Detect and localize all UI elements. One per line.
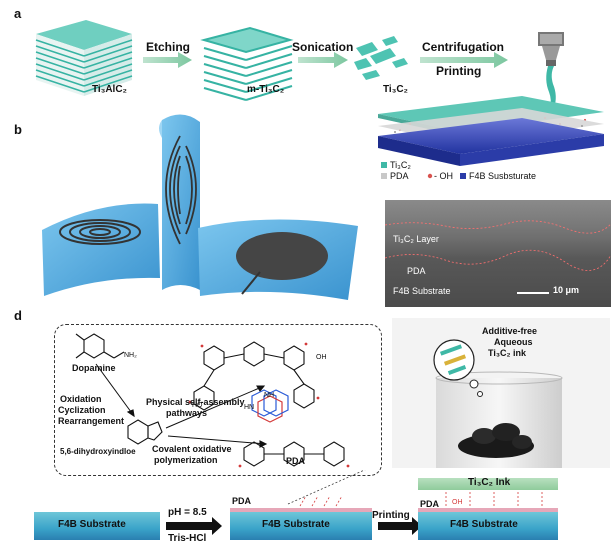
label-oh-bottom: OH bbox=[452, 499, 463, 506]
label-printing-bottom: Printing bbox=[372, 510, 410, 521]
panel-b-graphic bbox=[42, 114, 358, 300]
label-pda-product: PDA bbox=[286, 456, 306, 466]
label-rearrangement: Rearrangement bbox=[58, 416, 125, 426]
panel-label-d: d bbox=[14, 308, 22, 323]
pda-layer bbox=[230, 508, 372, 512]
sem-scale-bar-label: 10 μm bbox=[553, 285, 580, 295]
ti3c2-flakes bbox=[354, 36, 408, 80]
label-cyclization: Cyclization bbox=[58, 405, 106, 415]
label-ti3c2: Ti₃C₂ bbox=[383, 84, 408, 95]
legend-pda: PDA bbox=[390, 171, 409, 181]
label-m-ti3c2: m-Ti₃C₂ bbox=[247, 84, 285, 95]
panel-a-graphic bbox=[35, 20, 604, 179]
substrate-2 bbox=[230, 512, 372, 540]
ink-layer bbox=[418, 478, 558, 490]
ink-vial-photo: Additive-free Aqueous Ti₃C₂ ink bbox=[392, 318, 610, 468]
label-oh-top: OH bbox=[316, 354, 327, 361]
label-sonication: Sonication bbox=[292, 40, 354, 54]
sem-cross-section: Ti₃C₂ Layer PDA F4B Substrate 10 μm bbox=[385, 200, 611, 307]
vial-caption-line3: Ti₃C₂ ink bbox=[488, 348, 526, 358]
sem-layer-boundaries bbox=[385, 220, 611, 294]
vial-caption-line2: Aqueous bbox=[494, 337, 533, 347]
label-printing: Printing bbox=[436, 64, 482, 78]
arrow-sonication bbox=[298, 52, 348, 68]
label-hn: HN bbox=[244, 404, 255, 411]
label-pda-1: PDA bbox=[232, 496, 252, 506]
legend-f4b: F4B Susbsturate bbox=[469, 171, 537, 181]
label-oxidation: Oxidation bbox=[60, 394, 102, 404]
label-ti3alc2: Ti₃AlC₂ bbox=[92, 84, 127, 95]
label-dopamine: Dopamine bbox=[72, 363, 116, 373]
label-pathways: pathways bbox=[166, 408, 208, 418]
legend-swatch-oh bbox=[427, 173, 433, 179]
printing-nozzle bbox=[538, 32, 564, 108]
legend-oh: - OH bbox=[434, 171, 453, 181]
label-physical: Physical self-assembly bbox=[146, 397, 245, 407]
chemistry-structures bbox=[75, 333, 350, 468]
label-dhi: 5,6-dihydroxyindloe bbox=[60, 447, 136, 456]
label-pda-2: PDA bbox=[420, 499, 440, 509]
chemistry-box bbox=[54, 324, 382, 476]
label-nh: NH bbox=[264, 392, 275, 399]
label-ph: pH = 8.5 bbox=[168, 507, 207, 518]
substrate-1 bbox=[34, 512, 160, 540]
sem-label-pda: PDA bbox=[407, 266, 426, 276]
panel-label-a: a bbox=[14, 6, 22, 21]
printed-film bbox=[378, 96, 604, 166]
pda-layer-2 bbox=[418, 508, 558, 512]
arrow-printing bbox=[378, 517, 422, 535]
legend-swatch-ti3c2 bbox=[381, 162, 387, 168]
rolled-sheet-antenna bbox=[159, 114, 200, 290]
panel-label-b: b bbox=[14, 122, 22, 137]
flexible-sheet-spiral bbox=[42, 203, 160, 296]
legend-swatch-pda bbox=[381, 173, 387, 179]
vial-graphic bbox=[433, 339, 563, 468]
sem-label-layer: Ti₃C₂ Layer bbox=[393, 234, 439, 244]
label-substrate-3: F4B Substrate bbox=[450, 519, 518, 530]
ti3alc2-block bbox=[35, 20, 133, 96]
legend-ti3c2: Ti₃C₂ bbox=[390, 160, 411, 170]
bottom-process-graphic bbox=[34, 470, 558, 540]
arrow-ph bbox=[166, 517, 222, 535]
substrate-3 bbox=[418, 512, 558, 540]
vial-caption-line1: Additive-free bbox=[482, 326, 538, 336]
arrow-centrifugation bbox=[420, 52, 508, 68]
label-substrate-2: F4B Substrate bbox=[262, 519, 330, 530]
label-centrifugation: Centrifugation bbox=[422, 40, 504, 54]
label-substrate-1: F4B Substrate bbox=[58, 519, 126, 530]
label-tris: Tris-HCl bbox=[168, 533, 207, 544]
label-ink: Ti₃C₂ Ink bbox=[468, 477, 511, 488]
label-polymerization: polymerization bbox=[154, 455, 218, 465]
label-nh2: NH₂ bbox=[124, 352, 137, 359]
label-ho: HO bbox=[192, 402, 203, 409]
sem-label-substrate: F4B Substrate bbox=[393, 286, 451, 296]
m-ti3c2-block bbox=[200, 26, 294, 101]
label-etching: Etching bbox=[146, 40, 190, 54]
arrow-etching bbox=[143, 52, 192, 68]
label-covalent: Covalent oxidative bbox=[152, 444, 232, 454]
legend-swatch-f4b bbox=[460, 173, 466, 179]
flexible-sheet-patch bbox=[198, 219, 358, 300]
